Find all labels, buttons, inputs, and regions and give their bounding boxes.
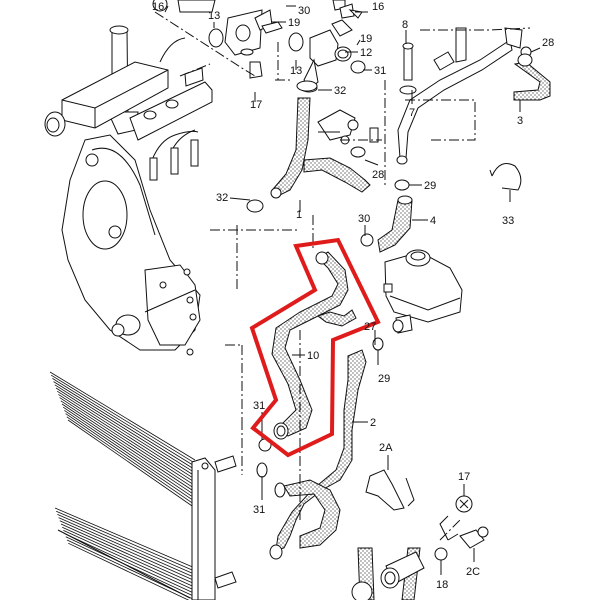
radiator-fin — [58, 394, 196, 483]
radiator-fin — [62, 406, 196, 496]
radiator-fin — [59, 520, 196, 582]
radiator-fin — [62, 526, 196, 588]
hose-4 — [377, 199, 413, 253]
o-ring-18 — [434, 547, 448, 561]
callout-2a[interactable]: 2A — [379, 442, 393, 454]
radiator-fin — [66, 416, 196, 506]
radiator-fin — [65, 413, 196, 502]
clamp-32 — [246, 199, 264, 213]
callout-31[interactable]: 31 — [374, 65, 386, 77]
radiator-fin — [52, 378, 196, 467]
coolant-pipe-7 — [396, 27, 532, 165]
callout-18[interactable]: 18 — [436, 579, 448, 591]
leader-lines — [164, 5, 541, 575]
radiator-fin — [56, 510, 196, 572]
radiator-fin — [60, 400, 196, 490]
radiator-fin — [61, 403, 196, 493]
callout-2c[interactable]: 2C — [466, 566, 480, 578]
thermostat-housing — [152, 0, 366, 93]
callout-29[interactable]: 29 — [424, 180, 436, 192]
radiator-fin — [59, 397, 196, 486]
clamp-29-upper — [394, 179, 410, 191]
radiator-fin — [64, 533, 196, 594]
callout-13[interactable]: 13 — [208, 10, 220, 22]
radiator-fin — [58, 517, 196, 578]
callout-33[interactable]: 33 — [502, 215, 514, 227]
clip-33 — [489, 163, 522, 191]
callout-10[interactable]: 10 — [307, 350, 319, 362]
callout-16[interactable]: 16 — [372, 1, 384, 13]
callout-19[interactable]: 19 — [288, 17, 300, 29]
radiator-fin — [54, 507, 196, 569]
hose-2 — [269, 349, 367, 560]
radiator-fin — [56, 390, 196, 480]
hose-10 — [271, 251, 357, 440]
radiator — [49, 371, 237, 600]
expansion-tank — [383, 249, 463, 334]
radiator-fin — [60, 523, 196, 585]
radiator-fin — [68, 542, 190, 600]
sensor-2c — [459, 529, 485, 549]
clamp-28-top — [517, 53, 533, 67]
bracket-2a — [365, 469, 405, 511]
radiator-fin — [63, 530, 196, 591]
radiator-fin — [53, 381, 196, 470]
callout-7[interactable]: 7 — [409, 107, 415, 119]
callout-29[interactable]: 29 — [378, 373, 390, 385]
hose-3 — [513, 61, 551, 101]
radiator-fin — [49, 371, 196, 461]
hose-1 — [270, 80, 379, 199]
radiator-fin — [54, 384, 196, 474]
callout-2[interactable]: 2 — [370, 417, 376, 429]
engine-block — [44, 25, 213, 356]
callout-labels: 16 13 19 30 16 19 12 8 28 13 31 17 32 7 … — [152, 1, 554, 591]
phantom-lines — [154, 11, 531, 541]
callout-19[interactable]: 19 — [360, 33, 372, 45]
callout-1[interactable]: 1 — [296, 209, 302, 221]
callout-3[interactable]: 3 — [517, 115, 523, 127]
callout-16[interactable]: 16 — [152, 1, 164, 13]
callout-12[interactable]: 12 — [360, 47, 372, 59]
clamp-31-b — [256, 462, 268, 478]
radiator-fin — [67, 419, 196, 509]
callout-17[interactable]: 17 — [250, 99, 262, 111]
callout-4[interactable]: 4 — [430, 215, 436, 227]
radiator-fin — [55, 387, 196, 477]
radiator-fin — [64, 410, 196, 499]
callout-27[interactable]: 27 — [364, 321, 376, 333]
callout-31[interactable]: 31 — [253, 400, 265, 412]
callout-28[interactable]: 28 — [542, 37, 554, 49]
callout-8[interactable]: 8 — [402, 19, 408, 31]
callout-31[interactable]: 31 — [253, 504, 265, 516]
clamp-30 — [360, 233, 374, 247]
callout-13[interactable]: 13 — [290, 65, 302, 77]
callout-28[interactable]: 28 — [372, 169, 384, 181]
radiator-fin — [57, 514, 196, 575]
callout-32[interactable]: 32 — [334, 85, 346, 97]
callout-30[interactable]: 30 — [358, 213, 370, 225]
callout-30[interactable]: 30 — [298, 5, 310, 17]
highlight-outline-part-10 — [249, 237, 381, 458]
callout-17[interactable]: 17 — [458, 471, 470, 483]
callout-32[interactable]: 32 — [216, 192, 228, 204]
radiator-fin — [50, 374, 196, 464]
